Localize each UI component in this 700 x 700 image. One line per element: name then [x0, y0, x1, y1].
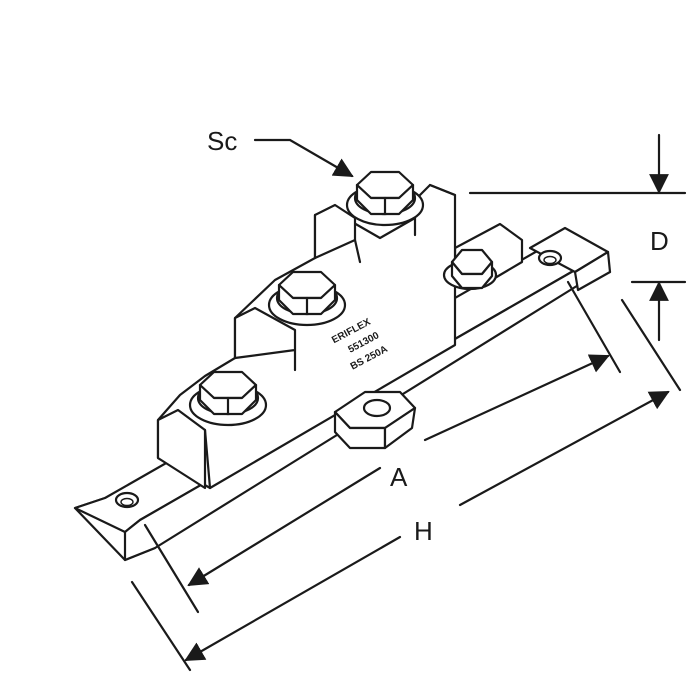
overall-length-label: H: [414, 516, 433, 546]
mounting-foot: [333, 390, 417, 450]
screw-4: [442, 248, 498, 291]
screw-dimension: Sc: [207, 126, 354, 178]
screw-2: [267, 270, 347, 327]
depth-label: D: [650, 226, 669, 256]
screw-3: [345, 170, 425, 227]
hole-centres-label: A: [390, 462, 408, 492]
overall-length-dimension: H: [130, 298, 682, 672]
depth-dimension: D: [468, 133, 687, 342]
screw-label: Sc: [207, 126, 237, 156]
screw-1: [188, 370, 268, 427]
hole-centres-dimension: A: [143, 280, 622, 614]
